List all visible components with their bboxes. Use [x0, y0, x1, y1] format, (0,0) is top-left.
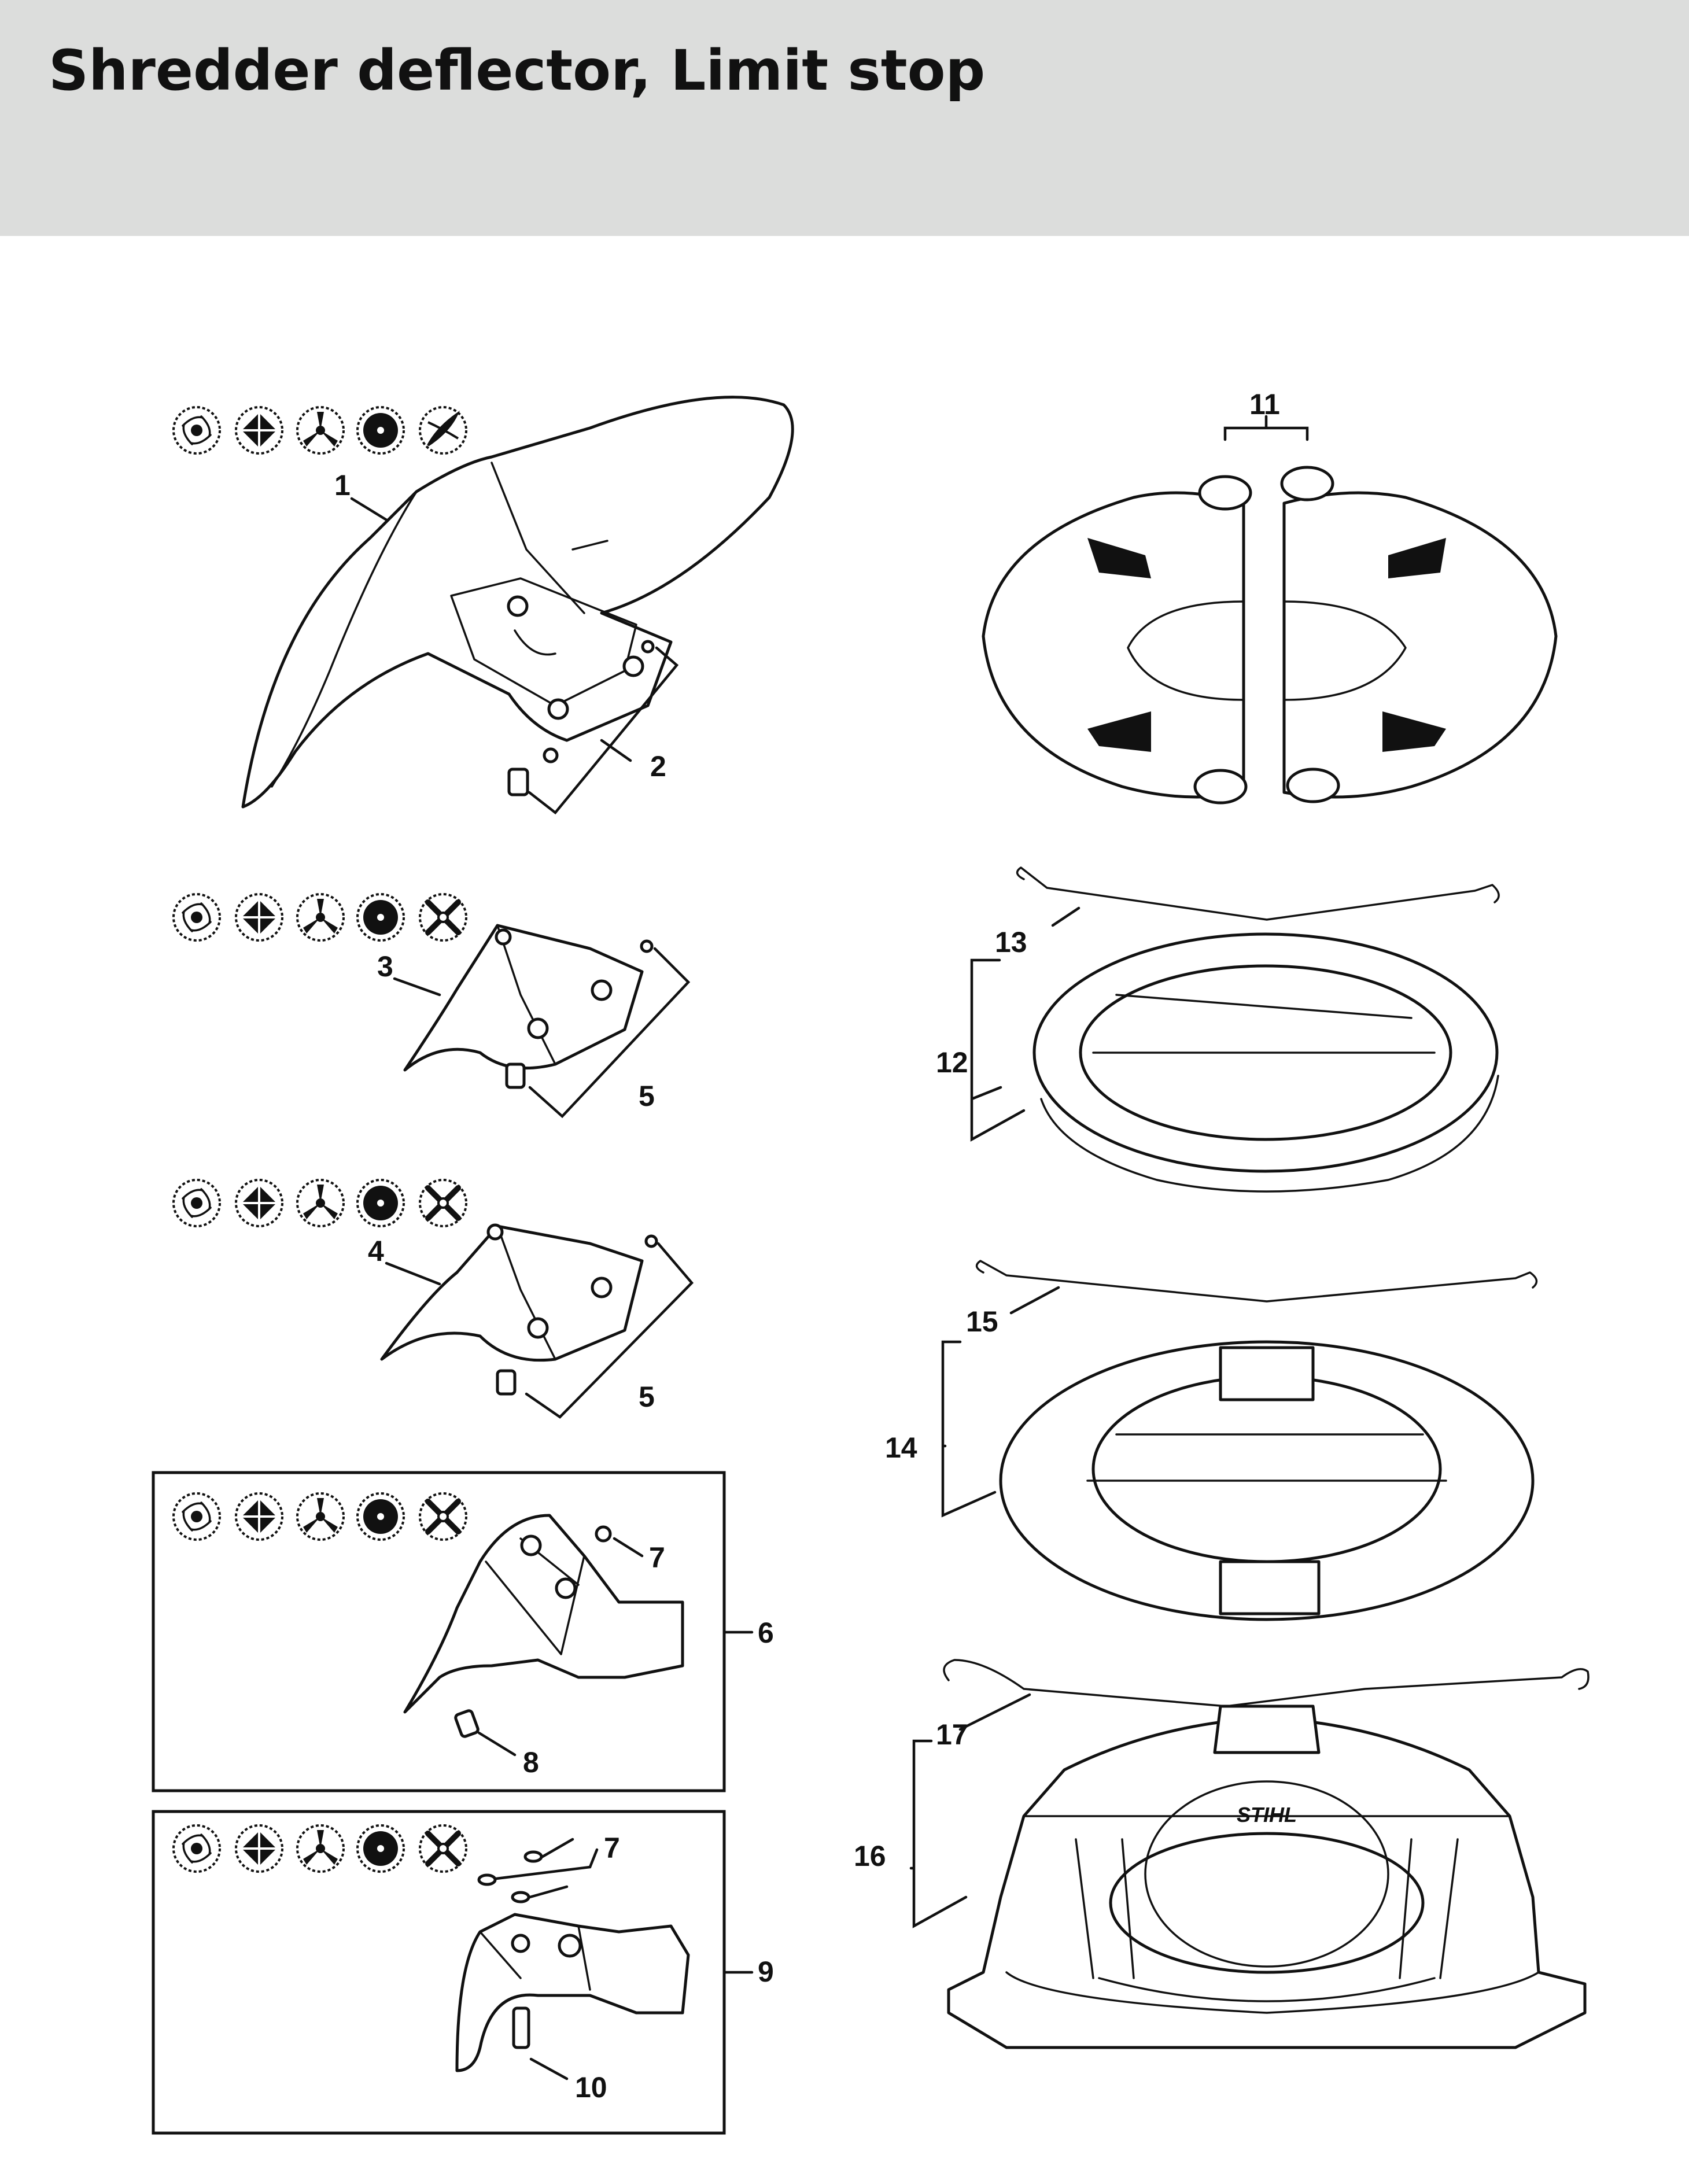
- three-tooth-blade-icon: [296, 1824, 345, 1873]
- part-16-limit-stop-housing: STIHL: [909, 1705, 1587, 2049]
- callout-14: 14: [885, 1432, 917, 1464]
- brush-knife-icon: [419, 406, 467, 455]
- icon-row-1: [172, 406, 467, 455]
- part-12-limit-stop-plate: [970, 932, 1499, 1193]
- part-5-screw-set-b: [496, 1234, 694, 1419]
- four-tooth-blade-icon: [420, 894, 466, 940]
- icon-row-4: [172, 1492, 466, 1541]
- header-band: [0, 0, 1689, 236]
- shredder-blade-icon: [172, 1824, 221, 1873]
- callout-8: 8: [523, 1746, 539, 1779]
- circular-saw-blade-icon: [356, 1492, 405, 1541]
- shredder-blade-icon: [172, 1179, 221, 1227]
- part-7-washer-set: [477, 1838, 599, 1903]
- grass-cutting-blade-icon: [235, 1179, 283, 1227]
- circular-saw-blade-icon: [356, 1824, 405, 1873]
- part-5-screw-set-a: [505, 939, 691, 1119]
- part-14-limit-stop-plate: [941, 1340, 1535, 1621]
- part-17-spring: [943, 1659, 1590, 1731]
- callout-9: 9: [758, 1956, 774, 1988]
- callout-labels: 1 2 3 5 4 5 6 7 8 7 9 10 11 12 13 14 15 …: [334, 388, 1280, 2104]
- part-3-limit-stop: [403, 924, 644, 1072]
- grass-cutting-blade-icon: [235, 1824, 283, 1873]
- callout-10: 10: [575, 2071, 607, 2104]
- grass-cutting-blade-icon: [235, 1492, 283, 1541]
- callout-13: 13: [995, 926, 1027, 958]
- callout-1: 1: [334, 469, 351, 501]
- grass-cutting-blade-icon: [235, 406, 283, 455]
- three-tooth-blade-icon: [296, 406, 345, 455]
- callout-5b: 5: [639, 1381, 655, 1413]
- part-10-screw: [512, 2006, 569, 2080]
- callout-3: 3: [377, 950, 393, 983]
- callout-15: 15: [966, 1305, 998, 1338]
- callout-2: 2: [650, 750, 666, 783]
- four-tooth-blade-icon: [420, 1493, 466, 1540]
- part-8-screw: [454, 1709, 517, 1757]
- part-4-limit-stop: [380, 1223, 644, 1362]
- part-2-screw-set: [507, 640, 679, 815]
- three-tooth-blade-icon: [296, 1179, 345, 1227]
- callout-16: 16: [854, 1840, 886, 1872]
- page-title: Shredder deflector, Limit stop: [49, 38, 986, 103]
- callout-12: 12: [936, 1046, 968, 1079]
- grass-cutting-blade-icon: [235, 893, 283, 942]
- part-9-limit-stop-assembly: [455, 1913, 690, 2072]
- four-tooth-blade-icon: [420, 1180, 466, 1226]
- icon-row-2: [172, 893, 466, 942]
- callout-7a: 7: [649, 1541, 665, 1574]
- callout-6: 6: [758, 1617, 774, 1649]
- four-tooth-blade-icon: [420, 1825, 466, 1872]
- part-13-spring: [1016, 866, 1500, 927]
- part-6-limit-stop-assembly: [403, 1514, 684, 1714]
- shredder-blade-icon: [172, 1492, 221, 1541]
- circular-saw-blade-icon: [356, 1179, 405, 1227]
- callout-4: 4: [368, 1235, 384, 1267]
- part-1-shredder-deflector: [241, 396, 794, 809]
- three-tooth-blade-icon: [296, 893, 345, 942]
- three-tooth-blade-icon: [296, 1492, 345, 1541]
- stihl-logo: STIHL: [1237, 1803, 1297, 1827]
- part-15-spring: [975, 1260, 1538, 1315]
- circular-saw-blade-icon: [356, 406, 405, 455]
- callout-17: 17: [936, 1718, 968, 1751]
- callout-5a: 5: [639, 1080, 655, 1112]
- shredder-blade-icon: [172, 893, 221, 942]
- icon-row-3: [172, 1179, 466, 1227]
- callout-7b: 7: [604, 1832, 620, 1864]
- part-11-limit-stop-ring: [982, 415, 1558, 805]
- callout-11: 11: [1249, 388, 1280, 420]
- part-7-washer: [595, 1525, 644, 1558]
- shredder-blade-icon: [172, 406, 221, 455]
- icon-row-5: [172, 1824, 466, 1873]
- circular-saw-blade-icon: [356, 893, 405, 942]
